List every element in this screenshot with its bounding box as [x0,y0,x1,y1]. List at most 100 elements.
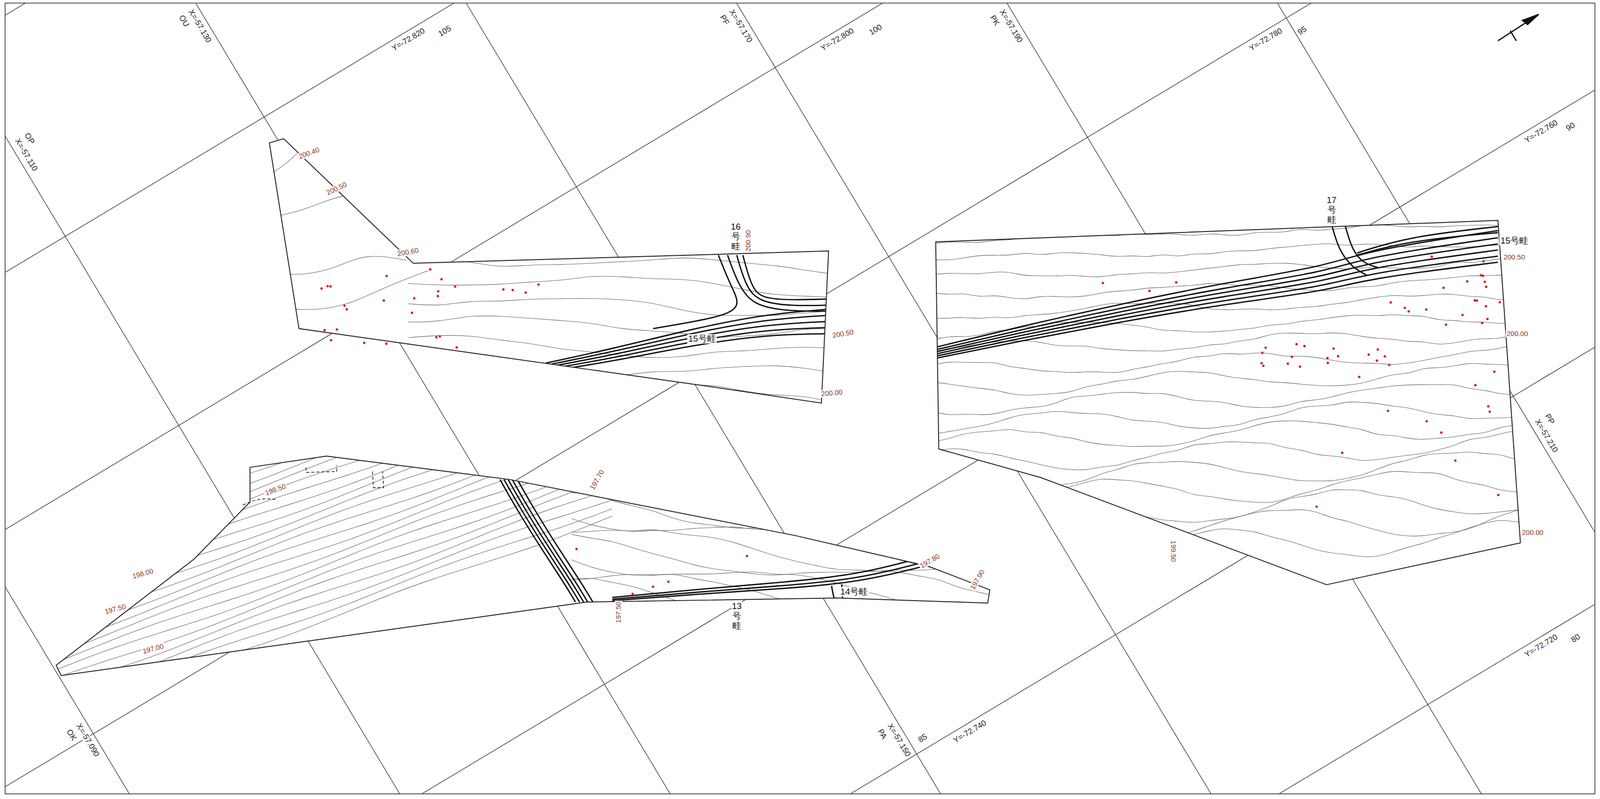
find-point [1386,409,1390,413]
contour-line [918,294,1531,319]
grid-label: 85 [916,732,930,745]
find-point [1466,280,1469,283]
contour-line [40,516,612,725]
ridge-line [1357,226,1499,253]
find-point [1439,431,1443,434]
find-point [666,580,670,583]
find-point [1174,280,1178,284]
contour-label: 200.40 [296,145,322,161]
ridge-line [1331,224,1368,276]
ridge-line [546,321,829,368]
ridge-line [1344,224,1378,268]
contour-line [40,303,612,510]
find-point [323,329,326,332]
contour-line [407,147,837,170]
find-point [440,278,443,281]
find-point [382,299,386,302]
find-point [1482,259,1485,263]
ridge-line [546,327,829,370]
find-point [345,308,348,311]
grid-line [5,3,133,795]
contour-line [918,520,1531,566]
grid-label: 95 [1295,24,1310,38]
map-frame [5,3,1595,795]
find-point [455,346,458,349]
contour-line [918,401,1531,437]
find-point [1260,361,1263,365]
ridge-line [612,566,924,601]
find-point [1376,348,1379,351]
contour-line [267,270,429,310]
contour-line [40,444,612,649]
contour-line [407,315,837,338]
ridge-line [504,479,580,603]
ridge-line [499,479,576,603]
contour-line [40,279,612,486]
find-point [502,288,505,291]
ridge-label: 14号畦 [839,587,869,597]
ridge-line [743,255,829,300]
contour-line [40,413,612,621]
contour-label: 200.60 [396,246,421,258]
contour-line [40,397,612,605]
contour-label: 200.00 [819,388,844,398]
find-point [1407,309,1411,313]
find-point [1483,280,1487,283]
contour-line [918,489,1531,531]
find-point [1148,289,1151,293]
contour-line [407,407,837,428]
find-point [1479,273,1482,277]
grid-label: 100 [866,22,885,38]
find-point [1326,356,1329,359]
contour-line [571,578,1000,639]
contour-label: 198.00 [130,567,155,581]
find-point [320,287,323,290]
contour-line [40,389,612,595]
find-point [335,328,338,331]
find-point [1332,347,1335,350]
contour-line [918,332,1531,355]
contour-line [918,344,1531,373]
contour-line [918,275,1531,300]
find-point [1336,354,1340,358]
ridge-line [546,333,829,372]
contour-line [918,452,1531,492]
find-point [1425,420,1428,423]
contour-line [40,358,612,565]
find-point [1493,370,1496,373]
find-point [1453,459,1457,462]
contour-line [40,380,612,584]
contour-line [407,378,837,404]
find-point [631,592,634,596]
find-point [1262,364,1265,367]
find-point [1367,353,1370,356]
find-point [1375,359,1378,362]
contour-line [918,471,1531,513]
contour-line [40,435,612,639]
find-point [413,296,416,300]
find-point [1481,274,1485,277]
find-point [1383,355,1386,358]
contour-line [407,276,837,298]
grid-line [5,3,1595,19]
find-point [1358,375,1361,379]
find-point [326,284,329,288]
area-outline [56,456,990,676]
find-point [1389,301,1392,304]
find-point [575,547,578,551]
find-point [511,288,514,292]
find-point [1340,451,1344,455]
find-point [1430,255,1433,258]
contour-label: 200.90 [744,229,752,253]
contour-label: 200.00 [1505,329,1530,338]
contour-label: 200.00 [1521,528,1545,537]
ridge-label: 15号畦 [687,334,717,344]
find-point [436,294,439,298]
find-point [1473,299,1476,302]
find-point [329,338,333,342]
find-point [453,285,457,288]
find-point [1484,305,1488,308]
ridge-line [652,255,737,329]
